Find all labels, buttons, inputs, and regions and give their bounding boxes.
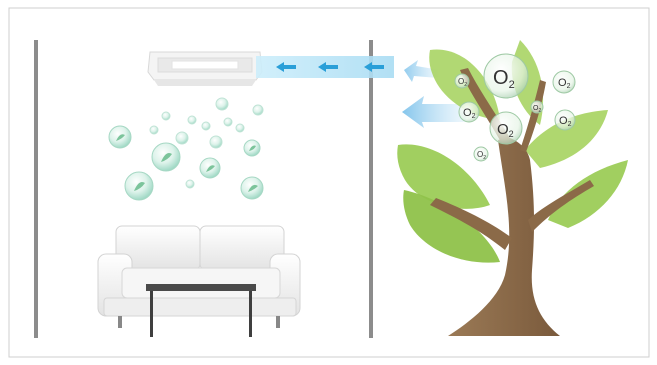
oxygen-bubble-icon — [176, 132, 188, 144]
o2-subscript: 2 — [568, 121, 572, 128]
oxygen-bubble-icon — [236, 124, 244, 132]
o2-subscript: 2 — [567, 83, 571, 90]
oxygen-bubble-icon — [202, 122, 210, 130]
oxygen-bubble-icon — [162, 112, 170, 120]
o2-subscript: 2 — [538, 108, 541, 114]
oxygen-bubble-icon — [125, 172, 153, 200]
o2-subscript: 2 — [509, 129, 514, 139]
oxygen-bubble-icon — [109, 126, 131, 148]
o2-subscript: 2 — [509, 79, 515, 91]
oxygen-bubble-icon — [150, 126, 158, 134]
oxygen-bubble-icon — [216, 98, 228, 110]
o2-bubble-large: O2 — [484, 54, 528, 98]
o2-bubble: O2 — [459, 102, 479, 122]
oxygen-bubble-icon — [210, 136, 222, 148]
o2-label: O — [493, 67, 509, 89]
o2-subscript: 2 — [483, 155, 486, 161]
oxygen-bubble-icon — [253, 105, 263, 115]
oxygen-bubble-icon — [188, 116, 196, 124]
oxygen-bubble-icon — [152, 143, 180, 171]
o2-bubble: O2 — [555, 110, 575, 130]
o2-subscript: 2 — [472, 113, 476, 120]
o2-label: O — [497, 121, 509, 138]
oxygen-bubble-icon — [241, 177, 263, 199]
left-wall — [34, 40, 38, 338]
o2-bubble: O2 — [455, 74, 469, 88]
sofa-icon — [98, 226, 300, 328]
oxygen-bubble-icon — [186, 180, 194, 188]
oxygen-bubble-icon — [244, 140, 260, 156]
o2-subscript: 2 — [464, 82, 467, 88]
o2-bubble: O2 — [553, 71, 575, 93]
ceiling-air-purifier-icon — [148, 52, 262, 86]
o2-bubble: O2 — [490, 112, 522, 144]
oxygen-bubble-icon — [200, 158, 220, 178]
oxygen-bubble-icon — [224, 118, 232, 126]
o2-bubble: O2 — [474, 147, 488, 161]
divider-wall — [369, 40, 373, 338]
